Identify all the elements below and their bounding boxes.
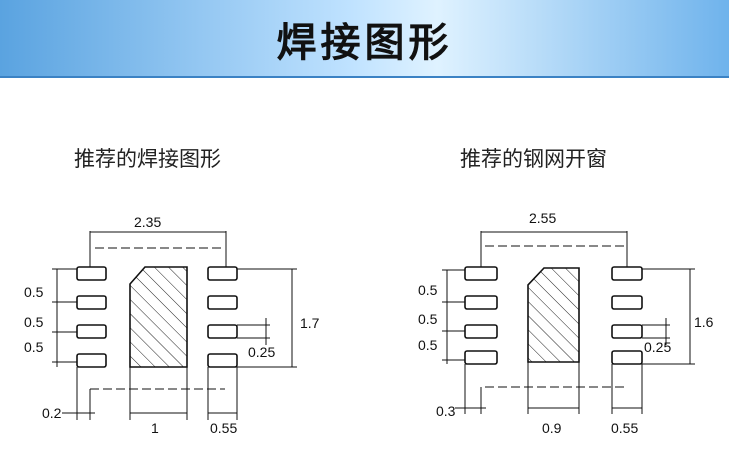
left-dim-height: 1.7 [300,315,320,331]
right-pad-4 [464,350,498,365]
title-banner: 焊接图形 [0,0,729,78]
left-pad-7 [207,324,238,339]
left-pad-5 [207,266,238,281]
left-pad-3 [76,324,107,339]
right-dim-height: 1.6 [694,314,714,330]
right-pad-7 [611,324,643,339]
right-dim-offset: 0.3 [436,403,456,419]
right-dim-pad-width: 0.55 [611,420,638,436]
left-dim-width: 2.35 [134,214,161,230]
left-exposed-pad [129,266,188,368]
left-caption: 推荐的焊接图形 [74,147,221,171]
left-dim-pitch2: 0.5 [24,314,44,330]
left-dim-offset: 0.2 [42,405,62,421]
left-pad-8 [207,353,238,368]
right-exposed-pad [527,267,580,363]
right-pad-6 [611,295,643,310]
left-land-pattern: 2.35 0.5 0.5 0.5 1.7 0.25 0.2 1 0.55 [24,214,320,436]
left-pad-2 [76,295,107,310]
page-title: 焊接图形 [276,20,453,66]
left-dim-pad-width: 0.55 [210,420,237,436]
left-dim-pitch3: 0.5 [24,339,44,355]
right-pad-5 [611,266,643,281]
right-dim-pitch2: 0.5 [418,311,438,327]
right-pad-8 [611,350,643,365]
right-dim-pitch3: 0.5 [418,337,438,353]
right-dim-pad-height: 0.25 [644,339,671,355]
left-dim-pitch1: 0.5 [24,284,44,300]
right-caption: 推荐的钢网开窗 [460,147,607,171]
right-stencil-pattern: 2.55 0.5 0.5 0.5 1.6 0.25 0.3 0.9 0.55 [418,210,714,436]
left-pad-6 [207,295,238,310]
right-pad-1 [464,266,498,281]
left-pad-4 [76,353,107,368]
left-dim-ep-width: 1 [151,420,159,436]
left-pad-1 [76,266,107,281]
right-dim-pitch1: 0.5 [418,282,438,298]
right-pad-3 [464,324,498,339]
right-dim-width: 2.55 [529,210,556,226]
right-pad-2 [464,295,498,310]
left-dim-pad-height: 0.25 [248,344,275,360]
right-dim-ep-width: 0.9 [542,420,562,436]
